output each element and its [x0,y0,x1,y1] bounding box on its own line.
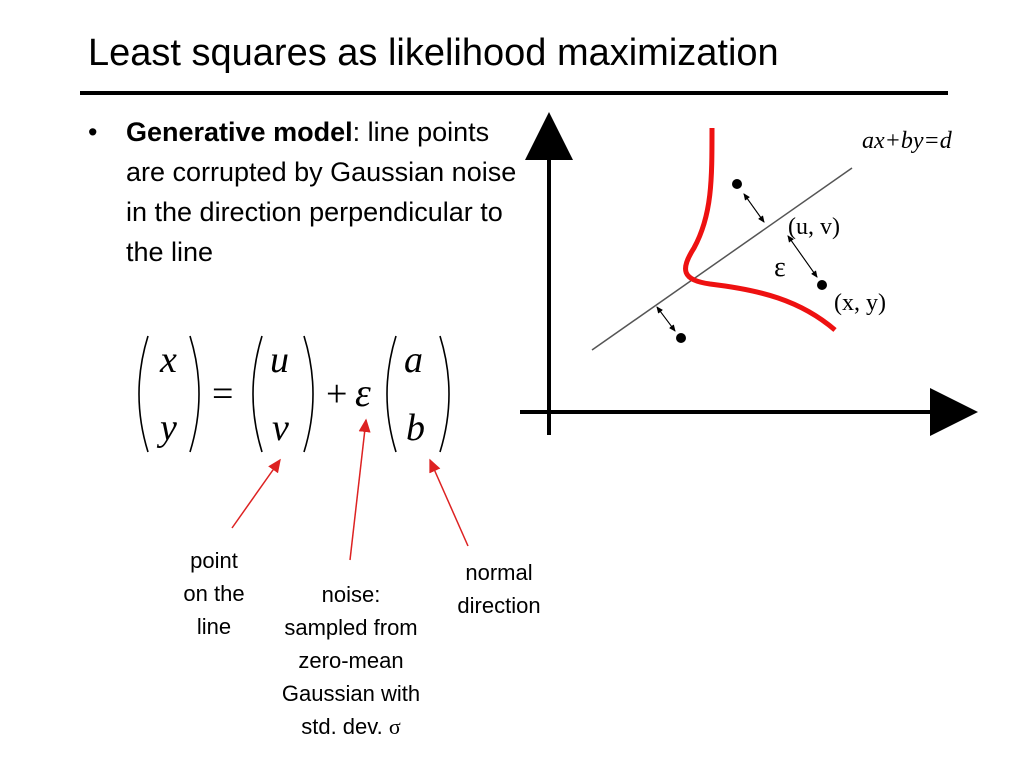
eq-plus: + [326,373,347,415]
eq-equals: = [212,373,233,415]
fitted-line [591,167,853,351]
data-point-xy [817,280,827,290]
eq-a: a [404,339,423,381]
bracket-left-open [138,335,149,453]
bullet-bold-term: Generative model [126,117,353,147]
bullet-description: : line points are corrupted by Gaussian … [126,117,517,267]
label-noise: noise: sampled from zero-mean Gaussian w… [281,582,421,739]
xy-point-label: (x, y) [834,290,886,316]
arrow-to-epsilon [349,418,371,561]
label-point-on-line: point on the line [183,548,245,639]
gaussian-curve [683,127,837,332]
bullet-text: Generative model: line points are corrup… [126,112,518,272]
line-equation-label: ax+by=d [862,128,953,154]
epsilon-label: ε [774,252,786,283]
arrow-to-uv [231,458,281,529]
eq-epsilon: ε [355,370,371,415]
bracket-left-close [189,335,200,453]
sigma-symbol: σ [388,714,401,739]
bracket-right-close [439,335,450,453]
eq-x: x [159,339,177,381]
eq-u: u [270,339,289,381]
data-point-top [732,179,742,189]
eq-y: y [156,407,177,449]
eq-v: v [272,407,289,449]
bracket-right-open [386,335,397,453]
bullet-marker: • [88,117,98,147]
data-point-bottom [676,333,686,343]
bracket-mid-close [303,335,314,453]
foot-point-label: (u, v) [788,214,840,240]
bracket-mid-open [252,335,263,453]
vector-brackets [138,335,450,453]
slide-title: Least squares as likelihood maximization [88,32,779,74]
title-divider [80,91,948,95]
label-normal-direction: normal direction [457,560,541,618]
eq-b: b [406,407,425,449]
perpendicular-offsets [656,193,818,332]
arrow-to-ab [429,458,469,547]
